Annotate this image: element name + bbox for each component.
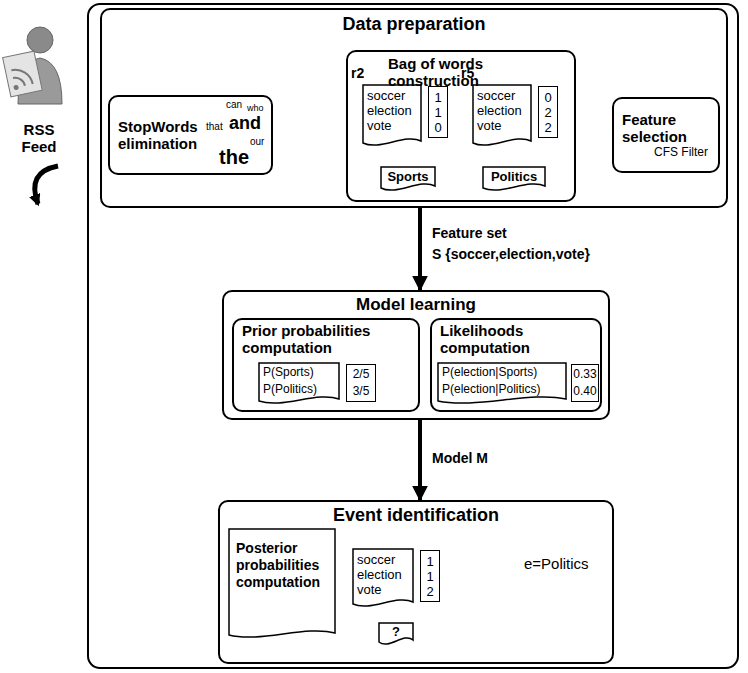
- count: 2: [544, 105, 551, 120]
- unknown-document: ?: [378, 622, 414, 647]
- document-outline: [473, 85, 531, 145]
- feed-arrow: [35, 166, 58, 204]
- count-vector: 110: [428, 86, 448, 138]
- box-title: Bag of words construction: [388, 55, 523, 89]
- source-label: RSS Feed: [12, 122, 66, 155]
- cloud-word: can: [226, 99, 242, 110]
- count: 1: [426, 554, 433, 569]
- word: vote: [357, 582, 382, 597]
- document-outline: [381, 167, 435, 190]
- document-outline: [379, 623, 413, 644]
- class-label: ?: [392, 624, 400, 639]
- cloud-word: the: [219, 146, 249, 168]
- table-cell: 0.33: [573, 366, 596, 383]
- box-title: Feature selection: [622, 111, 714, 145]
- value-box: 2/53/5: [346, 364, 376, 402]
- word: soccer: [357, 552, 395, 567]
- document-outline: [438, 363, 566, 403]
- document-outline: [353, 549, 413, 606]
- flow-arrow: [418, 420, 422, 500]
- method-name: CFS Filter: [654, 145, 708, 159]
- table-cell: 3/5: [353, 383, 370, 400]
- cloud-word: that: [206, 121, 223, 132]
- word: election: [367, 103, 412, 118]
- word: election: [477, 103, 522, 118]
- class-document: Politics: [482, 166, 546, 193]
- cloud-word: who: [247, 104, 264, 114]
- document: P(election|Sports)P(election|Politics): [437, 362, 567, 406]
- table-cell: P(election|Sports): [442, 364, 537, 381]
- count-vector: 022: [538, 86, 558, 138]
- document-outline: [259, 363, 339, 403]
- class-document: Sports: [380, 166, 436, 193]
- result-label: e=Politics: [524, 556, 589, 573]
- flow-arrow: [418, 208, 422, 290]
- box-title: Likelihoods computation: [440, 322, 560, 356]
- word: vote: [367, 118, 392, 133]
- count: 2: [544, 120, 551, 135]
- value-box: 0.330.40: [571, 364, 599, 402]
- word: election: [357, 567, 402, 582]
- word: soccer: [367, 88, 405, 103]
- outer-frame: [88, 4, 738, 668]
- table-cell: P(election|Politics): [442, 381, 540, 398]
- document-outline: [483, 167, 545, 190]
- rss-reader-icon: [3, 27, 62, 104]
- stage-box: Event identificationPosterior probabilit…: [218, 500, 614, 664]
- table-cell: P(Sports): [263, 364, 314, 381]
- class-label: Sports: [387, 169, 428, 184]
- count-vector: 112: [420, 550, 440, 602]
- count: 1: [426, 569, 433, 584]
- document-id: r2: [351, 65, 364, 81]
- count: 2: [426, 584, 433, 599]
- edge-label: Model M: [432, 450, 488, 466]
- process-document: Posterior probabilities computation: [228, 528, 336, 640]
- process-box: Feature selectionCFS Filter: [612, 97, 720, 173]
- box-title: Prior probabilities computation: [242, 322, 392, 356]
- document-outline: [363, 85, 421, 145]
- table-cell: 0.40: [573, 383, 596, 400]
- stage-title: Data preparation: [342, 14, 485, 35]
- count: 0: [434, 120, 441, 135]
- document: P(Sports)P(Politics): [258, 362, 340, 406]
- process-box: Likelihoods computationP(election|Sports…: [430, 318, 602, 412]
- box-title: StopWords elimination: [118, 118, 201, 152]
- feature-set: S {soccer,election,vote}: [432, 247, 590, 262]
- cloud-word: our: [250, 136, 264, 147]
- word: vote: [477, 118, 502, 133]
- edge-label: Feature set: [432, 225, 507, 241]
- table-cell: 2/5: [353, 366, 370, 383]
- word: soccer: [477, 88, 515, 103]
- table-cell: P(Politics): [263, 381, 317, 398]
- box-title: Posterior probabilities computation: [236, 540, 330, 591]
- cloud-word: and: [229, 114, 261, 134]
- document: r5soccerelectionvote: [472, 84, 532, 148]
- class-label: Politics: [491, 169, 537, 184]
- document: r2soccerelectionvote: [362, 84, 422, 148]
- count: 1: [434, 90, 441, 105]
- stage-box: Data preparationStopWords elimination Bag…: [100, 8, 728, 208]
- count: 1: [434, 105, 441, 120]
- stage-box: Model learningPrior probabilities comput…: [222, 290, 610, 420]
- stage-title: Event identification: [333, 505, 499, 526]
- process-box: StopWords elimination: [108, 95, 273, 175]
- stage-title: Model learning: [356, 295, 476, 315]
- count: 0: [544, 90, 551, 105]
- process-box: Prior probabilities computationP(Sports)…: [232, 318, 420, 412]
- document: soccerelectionvote: [352, 548, 414, 609]
- process-box: Bag of words constructionr2soccerelectio…: [346, 50, 576, 202]
- document-id: r5: [461, 65, 474, 81]
- document-outline: [229, 529, 335, 637]
